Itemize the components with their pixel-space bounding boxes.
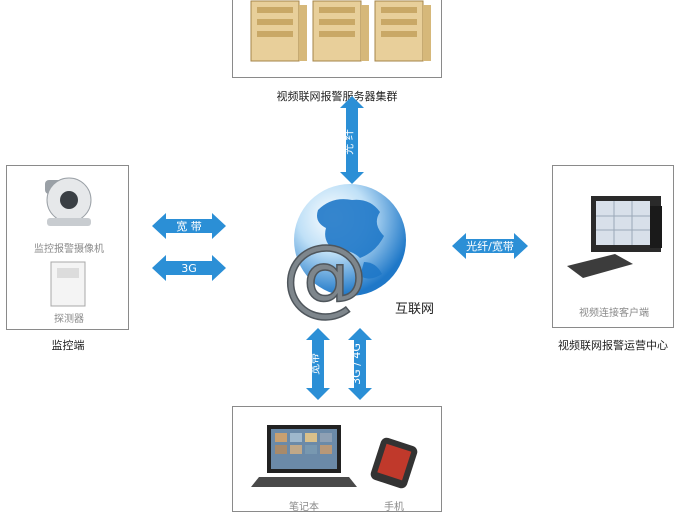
laptop-icon — [251, 425, 357, 487]
server-icon-3 — [374, 0, 431, 62]
client-devices — [251, 425, 418, 489]
arrow-3g-left-label: 3G — [181, 262, 197, 275]
keyboard-icon — [567, 254, 633, 278]
camera-icon — [45, 177, 92, 226]
phone-label: 手机 — [384, 502, 404, 513]
monitor-icon — [591, 196, 662, 252]
detector-icon — [50, 261, 86, 307]
arrow-broadband-bottom-label: 宽带 — [307, 353, 321, 375]
clients-box: 笔记本 手机 — [232, 406, 442, 513]
arrow-fiber-top-label: 光 纤 — [341, 129, 355, 155]
monitor-side-label: 监控端 — [51, 339, 85, 352]
arrow-fiber-top: 光 纤 — [340, 96, 364, 184]
ops-center-box: 视频连接客户端 — [552, 165, 674, 328]
arrow-3g4g-bottom: 3G / 4G — [348, 328, 372, 400]
client-label: 视频连接客户端 — [579, 308, 649, 319]
server-rack-icons — [250, 0, 431, 62]
ops-workstation — [567, 196, 662, 278]
at-symbol-icon: @ — [281, 225, 369, 327]
globe-icon — [294, 184, 406, 296]
at-symbol-glyph: @ — [282, 226, 368, 326]
ops-center-label: 视频联网报警运营中心 — [558, 339, 668, 352]
detector-label: 探测器 — [54, 314, 84, 325]
arrow-broadband-left-label: 宽 带 — [176, 219, 202, 233]
arrow-broadband-bottom: 宽带 — [306, 328, 330, 400]
arrow-3g-left: 3G — [152, 255, 226, 281]
monitor-side-box: 监控报警摄像机 探测器 — [6, 165, 129, 330]
server-icon-1 — [250, 0, 307, 62]
laptop-label: 笔记本 — [289, 502, 319, 513]
server-icon-2 — [312, 0, 369, 62]
phone-icon — [370, 437, 418, 489]
arrow-broadband-left: 宽 带 — [152, 213, 226, 239]
arrow-3g4g-bottom-label: 3G / 4G — [350, 343, 363, 385]
arrow-fiber-broadband-right-label: 光纤/宽带 — [466, 239, 514, 253]
arrow-fiber-broadband-right: 光纤/宽带 — [452, 233, 528, 259]
server-cluster-label: 视频联网报警服务器集群 — [276, 90, 398, 103]
monitor-devices — [45, 177, 92, 307]
camera-label: 监控报警摄像机 — [34, 244, 104, 255]
internet-label: 互联网 — [395, 302, 434, 317]
server-cluster-box — [232, 0, 442, 78]
